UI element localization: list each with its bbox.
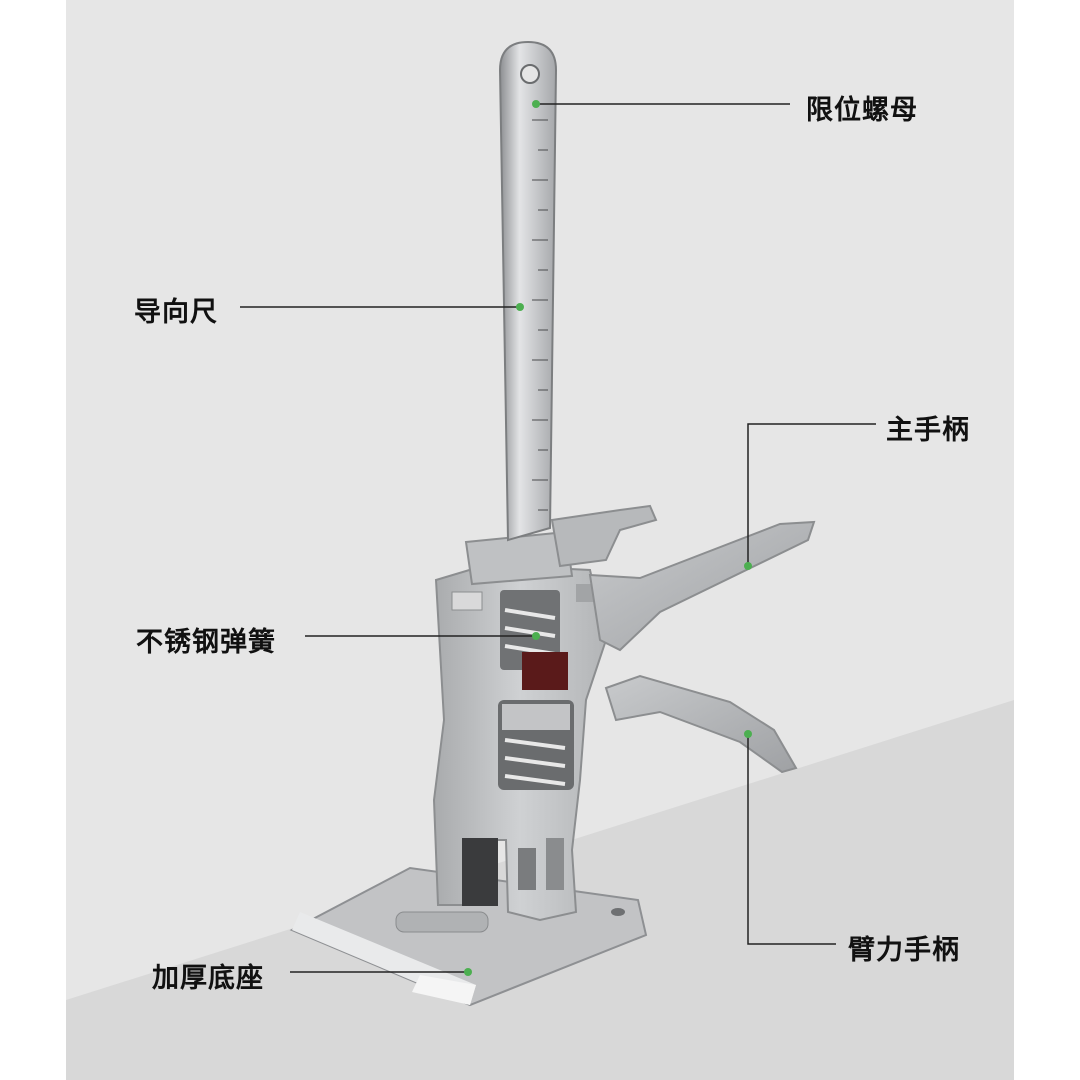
clamp-head xyxy=(464,504,658,602)
marker-spring xyxy=(532,632,540,640)
leader-lines xyxy=(240,103,876,973)
jack-illustration xyxy=(66,0,1014,1080)
label-limit-nut: 限位螺母 xyxy=(806,95,918,126)
marker-guide-ruler xyxy=(516,303,524,311)
marker-dots xyxy=(464,100,752,976)
guide-ruler xyxy=(498,40,558,542)
product-diagram: 限位螺母 导向尺 主手柄 不锈钢弹簧 臂力手柄 加厚底座 xyxy=(66,0,1014,1080)
left-margin xyxy=(0,0,66,1080)
right-margin xyxy=(1014,0,1080,1080)
jack-body xyxy=(432,563,608,922)
label-guide-ruler: 导向尺 xyxy=(134,297,218,328)
marker-limit-nut xyxy=(532,100,540,108)
leader-arm-handle xyxy=(747,734,836,945)
label-main-handle: 主手柄 xyxy=(886,415,970,446)
label-arm-handle: 臂力手柄 xyxy=(848,935,960,966)
marker-main-handle xyxy=(744,562,752,570)
label-base: 加厚底座 xyxy=(152,963,264,994)
leader-main-handle xyxy=(747,423,876,566)
main-handle xyxy=(588,520,816,652)
label-spring: 不锈钢弹簧 xyxy=(136,627,276,658)
marker-arm-handle xyxy=(744,730,752,738)
marker-base xyxy=(464,968,472,976)
